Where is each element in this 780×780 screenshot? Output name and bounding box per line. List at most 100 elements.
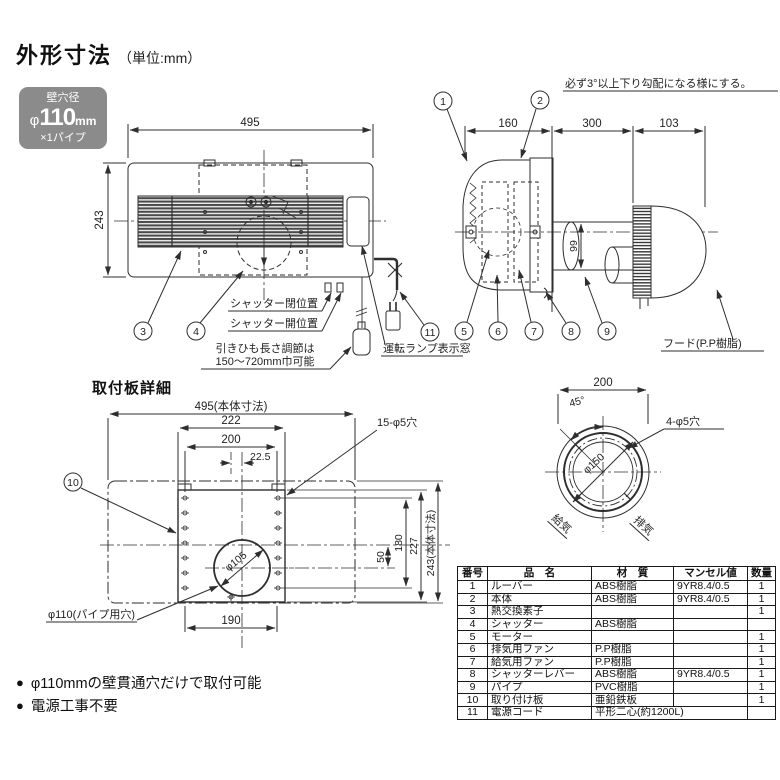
callout-7: 7 <box>517 269 544 341</box>
cell-munsell <box>673 630 748 644</box>
front-body-outline <box>127 162 374 278</box>
plate-dim-180-label: 180 <box>393 534 405 552</box>
footnote-1: ● φ110mmの壁貫通穴だけで取付可能 <box>16 672 262 693</box>
cell-material: 平形二心(約1200L) <box>591 705 748 720</box>
cell-material: PVC樹脂 <box>591 680 674 695</box>
label-lamp-window-text: 運転ランプ表示窓 <box>383 341 471 355</box>
front-shutter-tab-closed <box>324 282 332 293</box>
page-title-unit: （単位:mm） <box>118 50 202 66</box>
cell-munsell <box>673 680 748 695</box>
callout-1: 1 <box>433 91 468 162</box>
hood-dim-45-label: 45° <box>568 394 586 410</box>
label-shutter-open: シャッター開位置 <box>228 292 342 332</box>
callout-4-number: 4 <box>193 326 199 338</box>
cell-munsell <box>673 642 748 657</box>
side-dim-160: 160 <box>498 118 517 130</box>
label-exhaust-air-text: 排気 <box>631 513 657 538</box>
cell-munsell <box>673 693 748 707</box>
col-header-material: 材 質 <box>591 566 674 581</box>
plate-dim-22-5: 22.5 <box>220 451 271 467</box>
side-dim-99: 99 <box>568 240 580 252</box>
side-dim-300: 300 <box>582 118 601 130</box>
badge-unit: mm <box>75 114 97 129</box>
front-dim-height: 243 <box>94 162 126 278</box>
plate-detail-view: 495(本体寸法) 222 200 22.5 <box>46 399 450 648</box>
cell-name: 排気用ファン <box>487 642 592 657</box>
bullet-icon: ● <box>16 698 24 713</box>
table-row: 11 電源コード 平形二心(約1200L) <box>457 705 776 720</box>
cell-name: 取り付け板 <box>487 693 592 707</box>
label-plate-holes-text: 15-φ5穴 <box>377 415 417 429</box>
plate-dim-200: 200 <box>184 434 278 492</box>
label-hood-text: フード(P.P樹脂) <box>663 336 742 350</box>
cell-munsell <box>673 655 748 670</box>
cell-material: ABS樹脂 <box>591 580 674 594</box>
side-dim-pipe: 99 <box>568 223 585 269</box>
callout-6-number: 6 <box>495 326 501 338</box>
plate-dim-190-label: 190 <box>221 615 240 627</box>
cell-munsell <box>673 605 748 619</box>
callout-10-number: 10 <box>67 477 79 489</box>
plate-dim-495-label: 495(本体寸法) <box>195 399 268 413</box>
plate-dim-200-label: 200 <box>221 434 240 446</box>
callout-5: 5 <box>454 249 490 341</box>
callout-9: 9 <box>584 276 617 341</box>
label-pull-cord-line1: 引きひも長さ調節は <box>216 341 315 355</box>
front-louver <box>137 195 344 248</box>
cell-name: 給気用ファン <box>487 655 592 670</box>
front-dim-width-label: 495 <box>240 117 259 129</box>
table-row: 2 本体 ABS樹脂 9YR8.4/0.5 1 <box>457 592 776 607</box>
cell-no: 4 <box>457 617 488 632</box>
front-dim-height-label: 243 <box>94 210 106 229</box>
cell-name: ルーバー <box>487 580 592 594</box>
label-shutter-closed-text: シャッター閉位置 <box>230 296 318 310</box>
callout-11: 11 <box>399 291 440 342</box>
label-hood-holes-text: 4-φ5穴 <box>666 414 700 428</box>
cell-name: 本体 <box>487 592 592 607</box>
cell-no: 3 <box>457 605 488 619</box>
cell-no: 10 <box>457 693 488 707</box>
cell-munsell <box>673 617 748 632</box>
cell-qty <box>747 705 776 720</box>
plate-dim-243-label: 243(本体寸法) <box>424 510 437 577</box>
cell-material: P.P樹脂 <box>591 655 674 670</box>
plate-detail-heading: 取付板詳細 <box>92 380 173 397</box>
cell-name: シャッターレバー <box>487 668 592 682</box>
callout-7-number: 7 <box>531 326 537 338</box>
cell-qty: 1 <box>747 605 776 619</box>
side-dim-103: 103 <box>659 118 678 130</box>
side-slope-note-text: 必ず3°以上下り勾配になる様にする。 <box>565 76 752 90</box>
cell-no: 8 <box>457 668 488 682</box>
side-body-shell <box>462 159 531 291</box>
cell-material <box>591 605 674 619</box>
cell-no: 5 <box>457 630 488 644</box>
table-row: 10 取り付け板 亜鉛鉄板 1 <box>457 693 776 707</box>
front-lamp-window <box>346 196 370 247</box>
callout-1-number: 1 <box>440 96 446 108</box>
cell-material: 亜鉛鉄板 <box>591 693 674 707</box>
label-pull-cord-line2: 150～720mm巾可能 <box>215 354 314 368</box>
plate-body-outline <box>107 480 356 604</box>
cell-qty: 1 <box>747 642 776 657</box>
plate-right-dims: 50 180 227 243(本体寸法) <box>282 480 443 604</box>
plate-dim-phi105-label: φ105 <box>223 549 250 574</box>
table-row: 7 給気用ファン P.P樹脂 1 <box>457 655 776 670</box>
cell-qty: 1 <box>747 580 776 594</box>
cell-name: 電源コード <box>487 705 592 720</box>
callout-10: 10 <box>63 472 177 534</box>
table-row: 3 熱交換素子 1 <box>457 605 776 619</box>
cell-name: シャッター <box>487 617 592 632</box>
callout-4: 4 <box>186 270 244 341</box>
label-pull-cord: 引きひも長さ調節は 150～720mm巾可能 <box>201 341 352 370</box>
hood-dim-200: 200 <box>557 377 649 424</box>
callout-5-number: 5 <box>461 326 467 338</box>
cell-no: 2 <box>457 592 488 607</box>
label-supply-air-text: 給気 <box>549 511 575 536</box>
table-row: 4 シャッター ABS樹脂 <box>457 617 776 632</box>
cell-qty: 1 <box>747 668 776 682</box>
side-dims: 160 300 103 <box>464 118 706 312</box>
callout-2-number: 2 <box>537 95 543 107</box>
cell-name: パイプ <box>487 680 592 695</box>
cell-qty <box>747 617 776 632</box>
